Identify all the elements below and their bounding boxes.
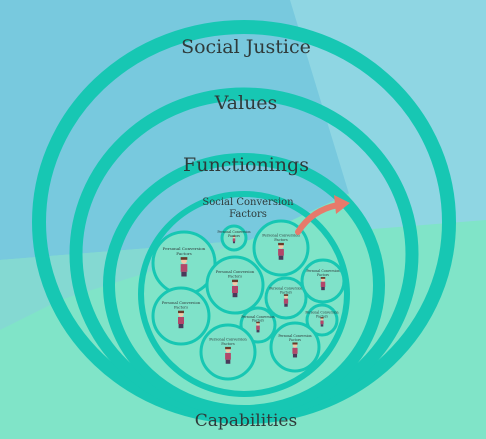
- personal-factor-label: Personal Conversion: [216, 270, 255, 274]
- personal-factor-label: Personal Conversion: [241, 315, 274, 319]
- personal-factor-label: Factors: [252, 319, 264, 323]
- label-social-justice: Social Justice: [181, 36, 311, 58]
- personal-factor-label: Personal Conversion: [269, 287, 302, 291]
- personal-factor-label: Factors: [274, 238, 288, 242]
- personal-factor-label: Personal Conversion: [217, 230, 250, 234]
- personal-factor-label: Personal Conversion: [163, 246, 206, 251]
- personal-factor-label: Factors: [317, 273, 329, 277]
- label-capabilities: Capabilities: [195, 411, 297, 431]
- person-icon: [232, 279, 238, 298]
- person-icon: [283, 294, 289, 307]
- person-icon: [320, 317, 324, 327]
- personal-factor-label: Personal Conversion: [306, 269, 339, 273]
- person-icon: [180, 257, 188, 277]
- person-icon: [292, 342, 298, 358]
- personal-factor-label: Factors: [280, 290, 292, 294]
- person-icon: [278, 242, 284, 260]
- personal-factor-label: Factors: [221, 342, 235, 346]
- person-icon: [232, 235, 236, 244]
- person-icon: [178, 310, 184, 329]
- rings: [32, 20, 456, 424]
- background-teal-wedge: [0, 240, 250, 330]
- label-social-conversion-2: Factors: [229, 209, 267, 220]
- person-icon: [225, 346, 231, 364]
- personal-factor-label: Factors: [176, 251, 191, 256]
- personal-factor-label: Factors: [174, 306, 188, 310]
- personal-factor-label: Personal Conversion: [162, 301, 201, 305]
- personal-factor-label: Personal Conversion: [278, 334, 311, 338]
- arrow-icon: [295, 195, 350, 235]
- personal-factor-label: Factors: [289, 338, 301, 342]
- ring-social-conversion: [138, 191, 350, 397]
- label-values: Values: [214, 92, 278, 114]
- label-functionings: Functionings: [183, 154, 309, 176]
- personal-factor-label: Factors: [228, 275, 242, 279]
- personal-factor-label: Personal Conversion: [262, 234, 300, 238]
- personal-factor-label: Personal Conversion: [305, 311, 338, 315]
- label-social-conversion-1: Social Conversion: [202, 197, 294, 208]
- person-icon: [320, 277, 326, 291]
- personal-factor-label: Personal Conversion: [209, 338, 247, 342]
- personal-factor-label: Factors: [316, 315, 328, 319]
- person-icon: [256, 321, 260, 333]
- ring-functionings: [103, 153, 385, 417]
